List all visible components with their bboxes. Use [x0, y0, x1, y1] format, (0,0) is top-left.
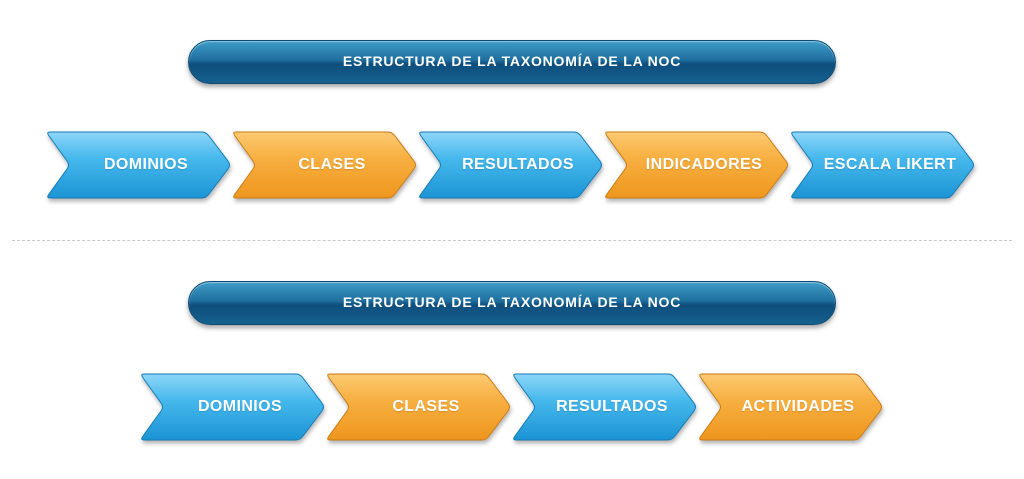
top-step-4-label: INDICADORES — [645, 156, 763, 173]
bottom-step-4: ACTIVIDADES — [698, 372, 884, 446]
top-step-5-label: ESCALA LIKERT — [823, 156, 957, 173]
section-divider — [12, 240, 1012, 241]
bottom-step-1: DOMINIOS — [140, 372, 326, 446]
bottom-step-1-shape — [141, 373, 324, 441]
top-step-1-shape — [47, 131, 230, 199]
top-step-3-shape — [419, 131, 602, 199]
bottom-step-3: RESULTADOS — [512, 372, 698, 446]
top-step-4-shape — [605, 131, 788, 199]
bottom-step-2-shape — [327, 373, 510, 441]
top-step-3: RESULTADOS — [418, 130, 604, 204]
bottom-step-2-label: CLASES — [392, 398, 460, 415]
top-step-2: CLASES — [232, 130, 418, 204]
bottom-step-4-shape — [699, 373, 882, 441]
top-step-5-shape — [791, 131, 974, 199]
top-step-2-shape — [233, 131, 416, 199]
bottom-step-4-label: ACTIVIDADES — [741, 398, 855, 415]
bottom-step-3-shape — [513, 373, 696, 441]
top-step-3-label: RESULTADOS — [462, 156, 574, 173]
top-step-4: INDICADORES — [604, 130, 790, 204]
bottom-title-banner: ESTRUCTURA DE LA TAXONOMÍA DE LA NOC — [188, 281, 836, 325]
top-title-banner: ESTRUCTURA DE LA TAXONOMÍA DE LA NOC — [188, 40, 836, 84]
top-step-1: DOMINIOS — [46, 130, 232, 204]
bottom-step-1-label: DOMINIOS — [197, 398, 283, 415]
bottom-step-2: CLASES — [326, 372, 512, 446]
top-title-text: ESTRUCTURA DE LA TAXONOMÍA DE LA NOC — [342, 53, 682, 69]
bottom-title-text: ESTRUCTURA DE LA TAXONOMÍA DE LA NOC — [342, 294, 682, 310]
bottom-step-3-label: RESULTADOS — [556, 398, 668, 415]
top-step-2-label: CLASES — [298, 156, 366, 173]
top-step-5: ESCALA LIKERT — [790, 130, 976, 204]
top-step-1-label: DOMINIOS — [103, 156, 189, 173]
